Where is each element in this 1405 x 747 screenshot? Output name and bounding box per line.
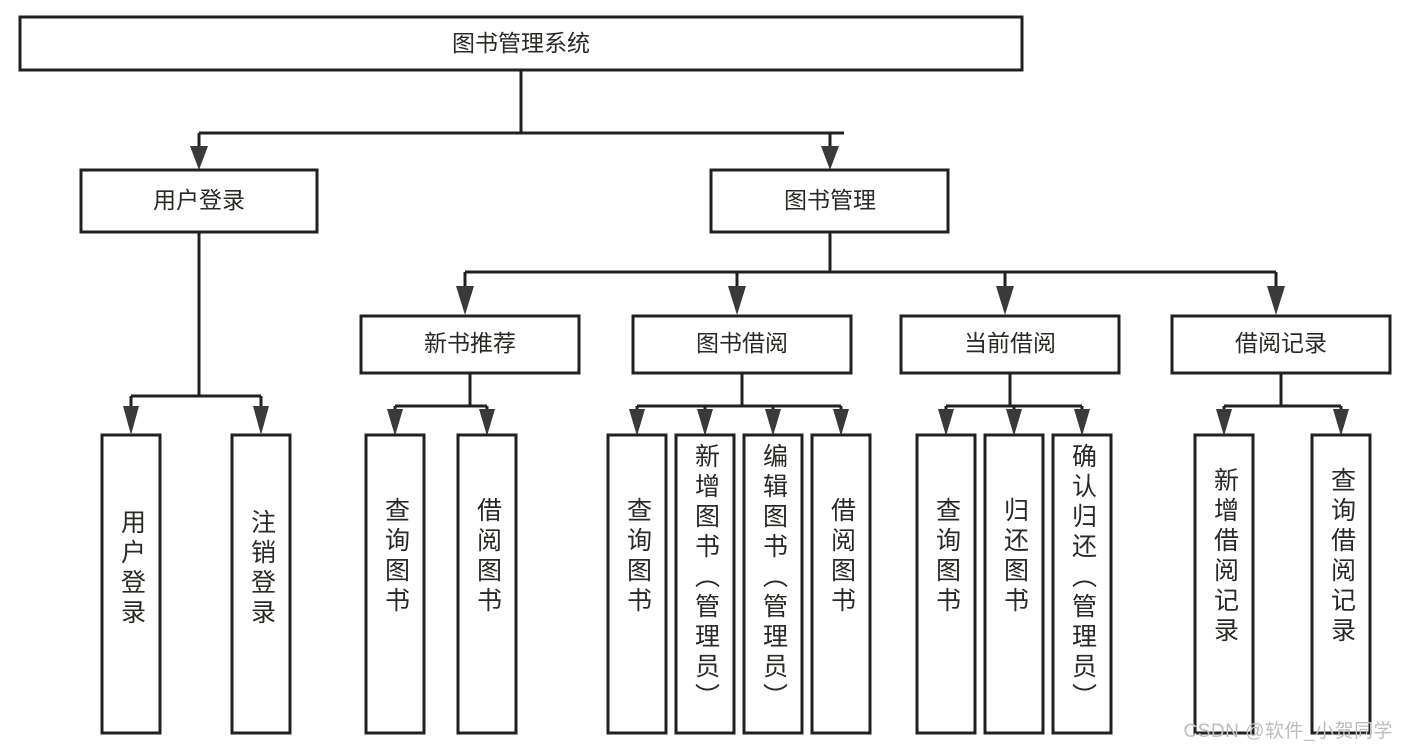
arrow-head-user-login [190,146,208,170]
arrow-head-leaf-query-book-2 [629,409,645,436]
node-book-manage[interactable]: 图书管理 [709,168,950,234]
connector-group-book-borrow [629,373,849,436]
leaf-box-group [100,433,1372,735]
node-root[interactable]: 图书管理系统 [18,15,1024,72]
node-user-login-label: 用户登录 [153,187,245,213]
node-current-borrow[interactable]: 当前借阅 [899,314,1121,375]
node-book-manage-box[interactable] [709,168,950,234]
arrow-head-leaf-edit-book [765,409,781,436]
node-new-book-rec-label: 新书推荐 [424,330,516,356]
arrow-head-leaf-add-book [697,409,713,436]
leaf-box-confirm-return[interactable] [1051,433,1113,735]
connector-group-borrow-record [1216,373,1349,436]
node-borrow-record-box[interactable] [1170,314,1392,375]
watermark-text: CSDN @软件_小贺同学 [1183,721,1393,742]
leaf-box-edit-book[interactable] [742,433,804,735]
arrow-head-leaf-query-record [1333,409,1349,436]
leaf-box-return-book[interactable] [983,433,1045,735]
arrow-head-leaf-query-book-1 [387,409,403,436]
connector-group-new-book-rec [387,373,495,436]
leaf-box-borrow-book-1[interactable] [456,433,518,735]
arrow-head-book-borrow [728,286,746,315]
connector-group-user-login [123,232,269,435]
node-current-borrow-label: 当前借阅 [964,330,1056,356]
node-book-borrow-label: 图书借阅 [696,330,788,356]
leaf-box-user-login[interactable] [100,433,162,735]
node-root-box[interactable] [18,15,1024,72]
leaf-box-borrow-book-2[interactable] [810,433,872,735]
leaf-box-query-record[interactable] [1310,433,1372,735]
arrow-head-leaf-borrow-book-1 [479,409,495,436]
leaf-box-query-book-1[interactable] [364,433,426,735]
arrow-head-leaf-confirm-return [1074,409,1090,436]
arrow-head-borrow-record [1267,286,1285,315]
arrow-head-leaf-borrow-book-2 [833,409,849,436]
node-user-login[interactable]: 用户登录 [79,168,319,234]
arrow-head-leaf-user-login [123,406,139,435]
node-book-borrow[interactable]: 图书借阅 [631,314,853,375]
arrow-head-current-borrow [996,286,1014,315]
arrow-head-book-manage [821,146,839,170]
node-borrow-record-label: 借阅记录 [1235,330,1327,356]
arrow-head-leaf-query-book-3 [938,409,954,436]
leaf-box-add-record[interactable] [1193,433,1255,735]
connector-group-book-manage [456,232,1285,315]
node-root-label: 图书管理系统 [452,30,590,56]
connector-group-root [190,70,844,170]
leaf-box-query-book-3[interactable] [915,433,977,735]
node-book-manage-label: 图书管理 [784,187,876,213]
node-book-borrow-box[interactable] [631,314,853,375]
arrow-head-leaf-return-book [1006,409,1022,436]
arrow-head-leaf-user-logout [253,406,269,435]
leaf-box-query-book-2[interactable] [606,433,668,735]
leaf-box-user-logout[interactable] [230,433,292,735]
node-current-borrow-box[interactable] [899,314,1121,375]
node-new-book-rec-box[interactable] [359,314,581,375]
leaf-box-add-book[interactable] [674,433,736,735]
arrow-head-leaf-add-record [1216,409,1232,436]
arrow-head-new-book-rec [456,286,474,315]
node-user-login-box[interactable] [79,168,319,234]
node-new-book-rec[interactable]: 新书推荐 [359,314,581,375]
connector-group-current-borrow [938,373,1090,436]
node-borrow-record[interactable]: 借阅记录 [1170,314,1392,375]
